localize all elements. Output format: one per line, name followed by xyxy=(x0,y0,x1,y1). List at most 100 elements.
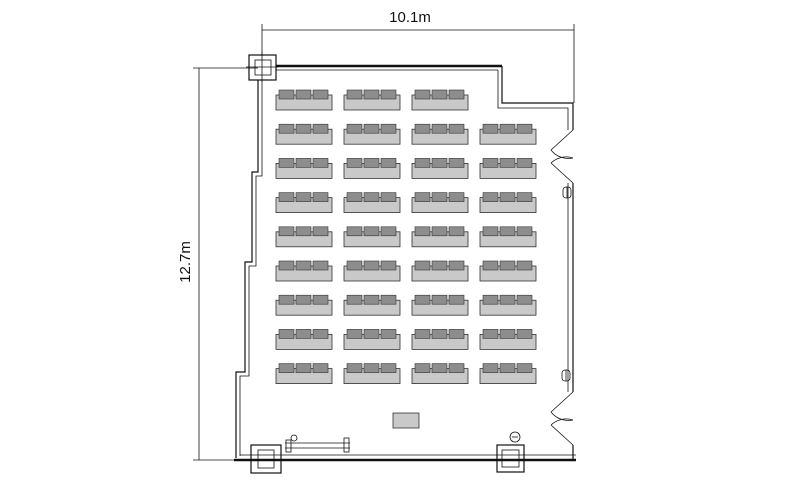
chair xyxy=(346,123,363,134)
chair xyxy=(414,329,431,339)
chair xyxy=(499,192,516,202)
desk-r1-c2 xyxy=(343,89,401,111)
chair xyxy=(312,329,329,339)
chair xyxy=(448,158,465,168)
chair xyxy=(278,192,295,202)
chair xyxy=(414,158,431,168)
chair xyxy=(312,192,329,202)
desk-r3-c2 xyxy=(343,158,401,179)
desk-r2-c1 xyxy=(275,123,333,145)
chair xyxy=(448,123,465,134)
width-label: 10.1m xyxy=(389,9,431,26)
chair xyxy=(516,158,533,168)
chair xyxy=(312,294,329,305)
chair xyxy=(363,260,380,271)
chair xyxy=(516,123,533,134)
chair xyxy=(431,158,448,168)
chair xyxy=(278,260,295,271)
chair xyxy=(414,363,431,373)
chair xyxy=(363,123,380,134)
desk-r6-c3 xyxy=(411,260,469,282)
desk-r8-c3 xyxy=(411,329,469,350)
chair xyxy=(312,363,329,373)
chair xyxy=(346,192,363,202)
chair xyxy=(414,294,431,305)
chair xyxy=(295,123,312,134)
chair xyxy=(346,158,363,168)
bottom-right-column xyxy=(496,431,525,473)
chair xyxy=(482,329,499,339)
desk-r4-c2 xyxy=(343,192,401,214)
chair xyxy=(380,294,397,305)
desk-r7-c2 xyxy=(343,294,401,316)
chair xyxy=(346,363,363,373)
chair xyxy=(499,294,516,305)
chair xyxy=(295,363,312,373)
chair xyxy=(295,158,312,168)
chair xyxy=(380,260,397,271)
desk-r6-c4 xyxy=(479,260,537,282)
chair xyxy=(380,123,397,134)
chair xyxy=(499,123,516,134)
desk-r3-c1 xyxy=(275,158,333,179)
door-upper xyxy=(550,129,574,184)
chair xyxy=(380,89,397,100)
extinguisher-upper xyxy=(562,186,572,199)
chair xyxy=(516,260,533,271)
chair xyxy=(499,329,516,339)
desk-r9-c2 xyxy=(343,363,401,385)
chair xyxy=(448,294,465,305)
desk-r5-c1 xyxy=(275,226,333,248)
chair xyxy=(499,226,516,237)
chair xyxy=(516,329,533,339)
chair xyxy=(295,260,312,271)
chair xyxy=(312,89,329,100)
chair xyxy=(363,158,380,168)
width-dimension: 10.1m xyxy=(261,9,575,103)
chair xyxy=(431,329,448,339)
desk-r2-c4 xyxy=(479,123,537,145)
chair xyxy=(346,294,363,305)
door-lower xyxy=(550,391,574,446)
chair xyxy=(295,329,312,339)
chair xyxy=(278,158,295,168)
bottom-left-column xyxy=(250,444,282,474)
desk-r5-c4 xyxy=(479,226,537,248)
chair xyxy=(431,89,448,100)
chair xyxy=(482,192,499,202)
chair xyxy=(363,363,380,373)
chair xyxy=(295,294,312,305)
chair xyxy=(414,260,431,271)
chair xyxy=(431,123,448,134)
chair xyxy=(295,192,312,202)
whiteboard-rack xyxy=(285,434,350,453)
chair xyxy=(312,158,329,168)
corner-column xyxy=(246,52,278,82)
chair xyxy=(448,260,465,271)
chair xyxy=(363,329,380,339)
chair xyxy=(414,226,431,237)
lectern xyxy=(392,412,420,429)
chair xyxy=(448,226,465,237)
chair xyxy=(278,363,295,373)
chair xyxy=(448,192,465,202)
chair xyxy=(346,89,363,100)
chair xyxy=(363,89,380,100)
desk-r9-c1 xyxy=(275,363,333,385)
desk-r4-c3 xyxy=(411,192,469,214)
chair xyxy=(312,226,329,237)
desk-r9-c3 xyxy=(411,363,469,385)
chair xyxy=(278,329,295,339)
chair xyxy=(380,226,397,237)
chair xyxy=(346,329,363,339)
chair xyxy=(414,89,431,100)
chair xyxy=(482,363,499,373)
chair xyxy=(431,363,448,373)
chair xyxy=(380,329,397,339)
chair xyxy=(278,123,295,134)
chair xyxy=(431,260,448,271)
desk-r7-c3 xyxy=(411,294,469,316)
chair xyxy=(312,260,329,271)
chair xyxy=(482,226,499,237)
